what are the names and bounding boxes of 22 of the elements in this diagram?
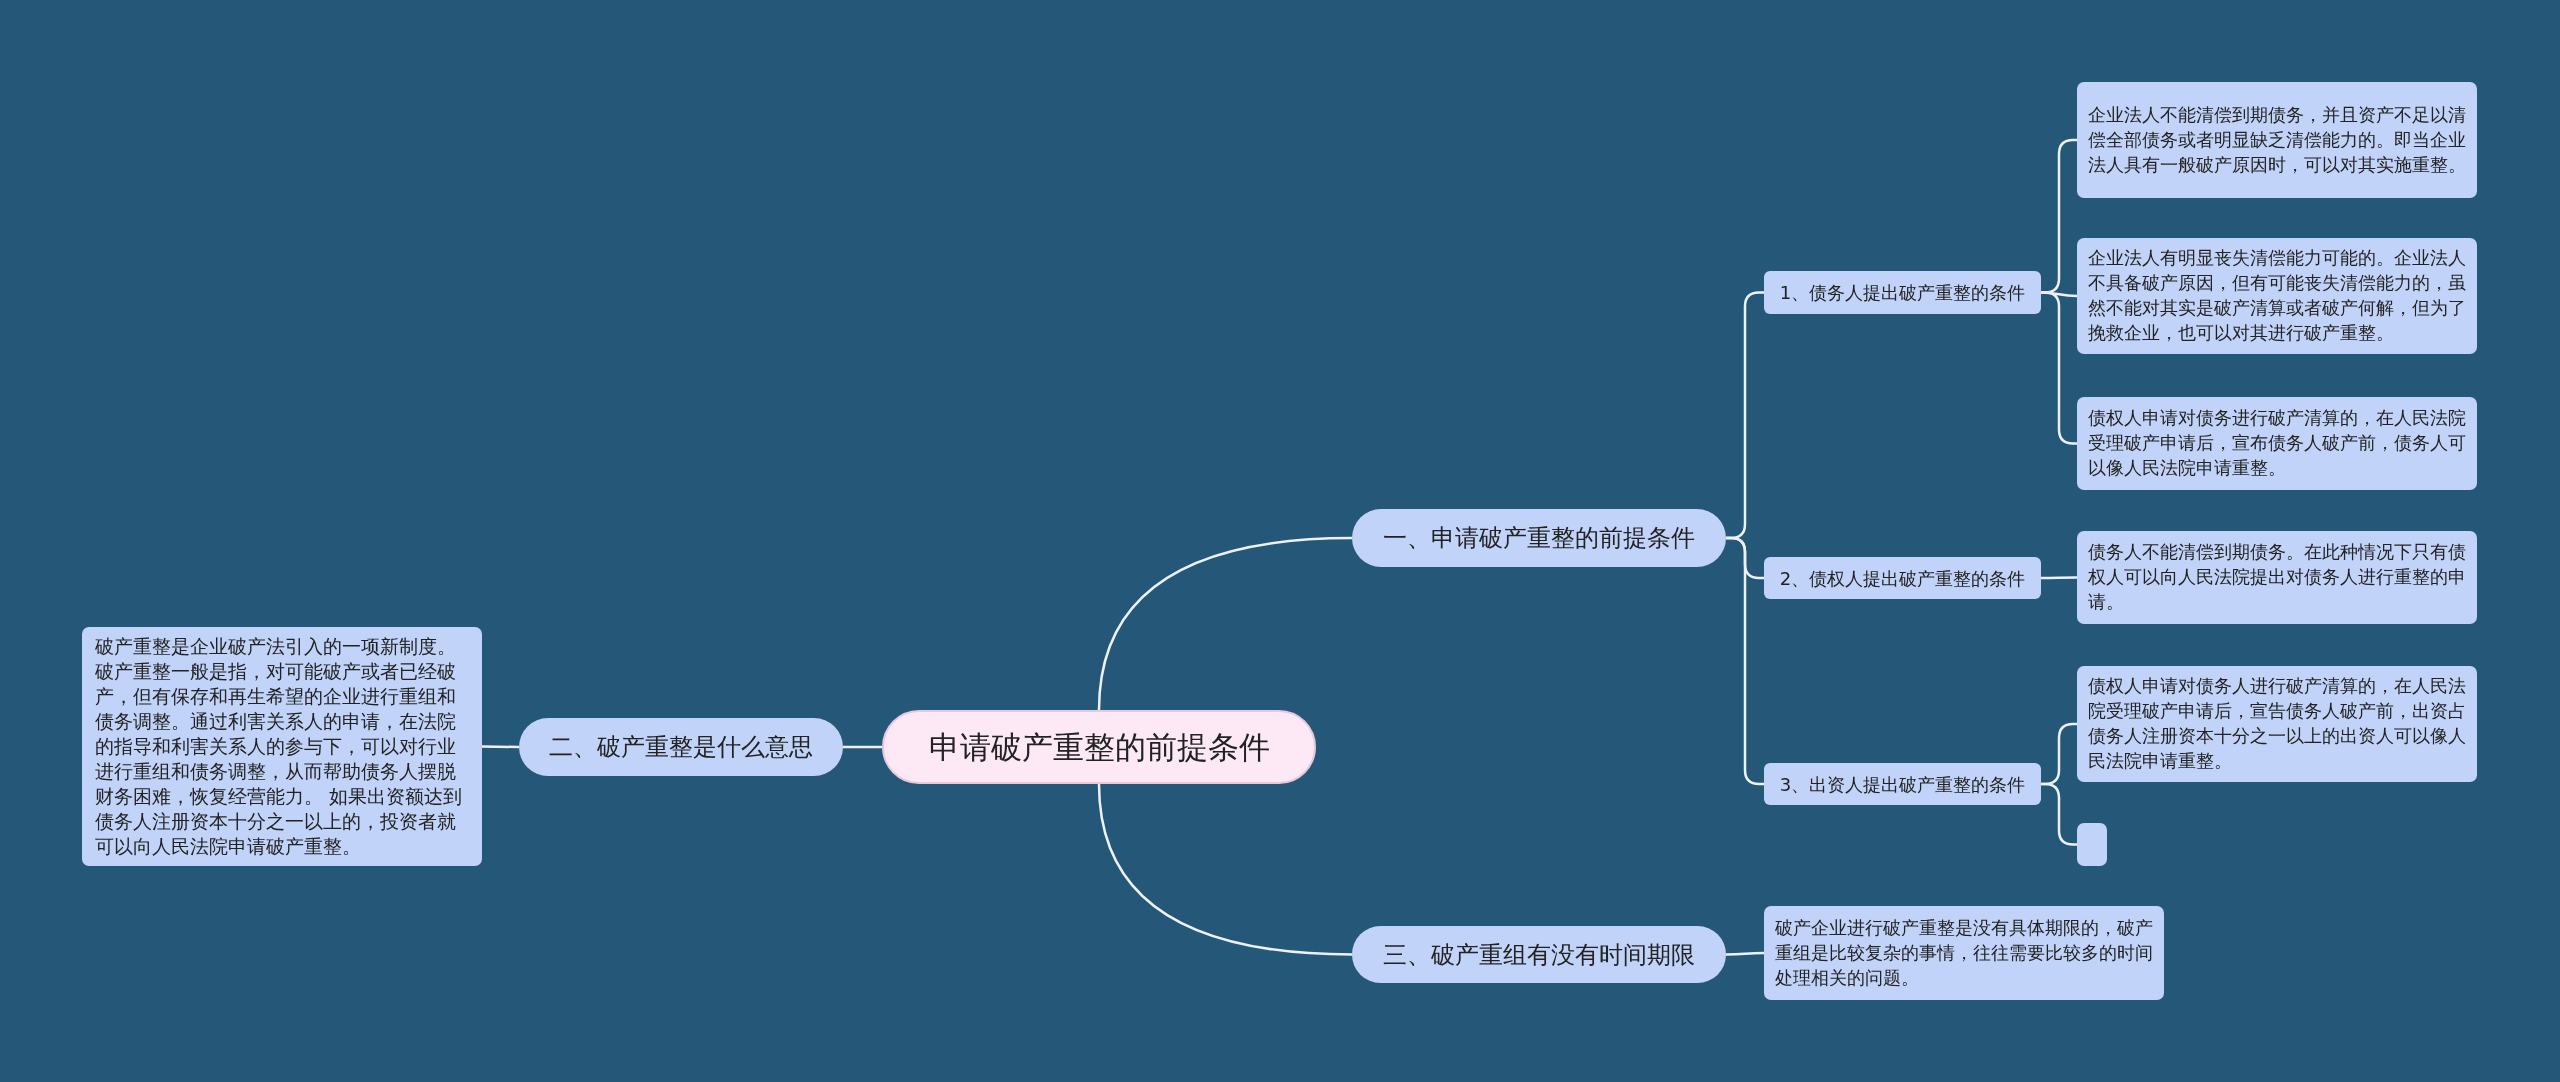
connector-line [1097,536,1353,711]
note-box: 企业法人有明显丧失清偿能力可能的。企业法人不具备破产原因，但有可能丧失清偿能力的，虽然不能对其实是破产清算或者破产何解，但为了挽救企业，也可以对其进行破产重整。 [2077,238,2477,354]
subtopic-box: 2、债权人提出破产重整的条件 [1764,557,2041,599]
central-topic: 申请破产重整的前提条件 [882,710,1316,784]
connector-line [2041,576,2077,580]
subtopic-box: 1、债务人提出破产重整的条件 [1764,271,2041,314]
empty-box [2077,823,2107,866]
connector-line [1097,783,1353,956]
note-box: 债务人不能清偿到期债务。在此种情况下只有债权人可以向人民法院提出对债务人进行重整的申请。 [2077,531,2477,624]
connector-line [482,745,519,749]
topic-pill: 一、申请破产重整的前提条件 [1352,509,1726,567]
note-box: 企业法人不能清偿到期债务，并且资产不足以清偿全部债务或者明显缺乏清偿能力的。即当企业法人具有一般破产原因时，可以对其实施重整。 [2077,82,2477,198]
note-box: 破产重整是企业破产法引入的一项新制度。破产重整一般是指，对可能破产或者已经破产，但有保存和再生希望的企业进行重组和债务调整。通过利害关系人的申请，在法院的指导和利害关系人的参与下，可以对行业进行重组和债务调整，从而帮助债务人摆脱财务困难，恢复经营能力。 如果出资额达到债务人注册资本十分之一以上的，投资者就可以向人民法院申请破产重整。 [82,627,482,866]
connector-line [1726,951,1764,956]
note-box: 破产企业进行破产重整是没有具体期限的，破产重组是比较复杂的事情，往往需要比较多的时间处理相关的问题。 [1764,906,2164,1000]
connector-line [2041,782,2077,846]
note-box: 债权人申请对债务人进行破产清算的，在人民法院受理破产申请后，宣告债务人破产前，出资占债务人注册资本十分之一以上的出资人可以像人民法院申请重整。 [2077,666,2477,782]
subtopic-box: 3、出资人提出破产重整的条件 [1764,763,2041,805]
topic-pill: 三、破产重组有没有时间期限 [1352,926,1726,983]
connector-line [843,745,882,749]
topic-pill: 二、破产重整是什么意思 [519,718,843,776]
note-box: 债权人申请对债务进行破产清算的，在人民法院受理破产申请后，宣布债务人破产前，债务人可以像人民法院申请重整。 [2077,397,2477,490]
